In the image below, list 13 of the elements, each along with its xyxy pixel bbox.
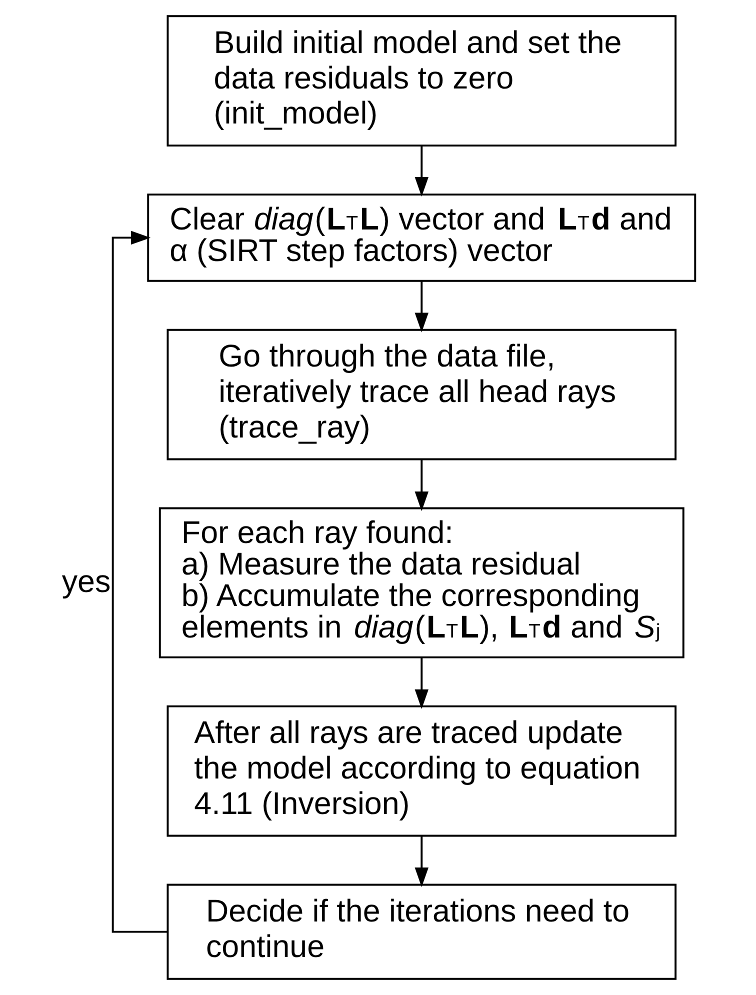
arrow bbox=[414, 658, 428, 710]
arrow bbox=[414, 459, 428, 512]
node-box: Decide if the iterations need to continue bbox=[166, 884, 676, 980]
arrow bbox=[414, 146, 428, 197]
node-box: Clear diag(LTL) vector and LTd and α (SIRT step factors) vector bbox=[146, 194, 696, 282]
node-box: Build initial model and set the data residuals to zero (init_model) bbox=[166, 15, 676, 147]
edge-label: yes bbox=[61, 564, 110, 600]
node-box: After all rays are traced update the model according to equation 4.11 (Inversion) bbox=[166, 705, 676, 837]
node-box: For each ray found: a) Measure the data residual b) Accumulate the corresponding elements in diag(LTL), LTd and Sj bbox=[158, 507, 684, 658]
arrow bbox=[414, 281, 428, 332]
node-box: Go through the data file, iteratively trace all head rays (trace_ray) bbox=[166, 328, 676, 460]
arrow bbox=[414, 836, 428, 888]
arrow bbox=[111, 230, 167, 933]
